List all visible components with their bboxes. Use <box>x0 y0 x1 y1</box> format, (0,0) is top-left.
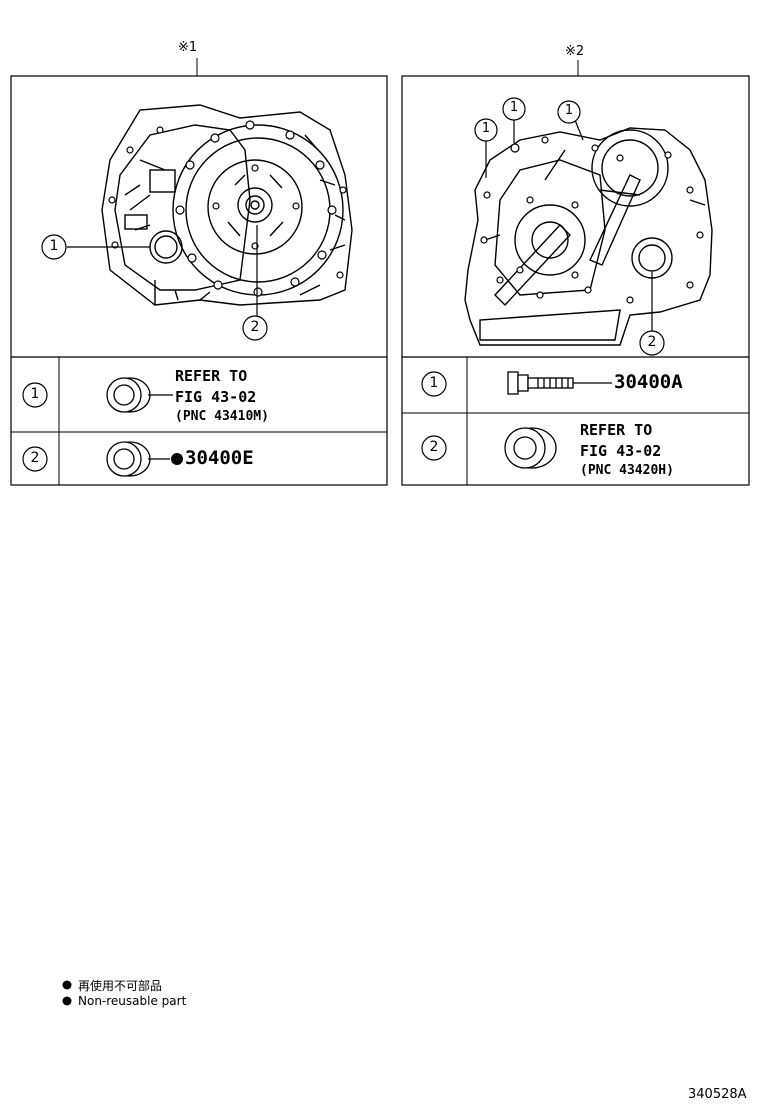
refer-note: REFER TO FIG 43-02 (PNC 43410M) <box>175 366 269 426</box>
refer-line: FIG 43-02 <box>580 442 662 460</box>
panel-1-frame <box>10 75 388 486</box>
row-index: 2 <box>429 439 439 455</box>
row-index: 1 <box>429 375 439 391</box>
non-reusable-bullet <box>171 453 183 465</box>
callout-number: 1 <box>481 121 491 136</box>
bolt-icon <box>507 371 612 395</box>
callout-number: 2 <box>250 319 260 335</box>
refer-note: REFER TO FIG 43-02 (PNC 43420H) <box>580 420 674 480</box>
panel-1-label: ※1 <box>178 40 198 55</box>
panel-2-label: ※2 <box>565 44 585 59</box>
bearing-icon <box>504 427 557 469</box>
row-index-circle <box>22 382 48 408</box>
callout-number: 2 <box>647 334 657 350</box>
callout-leaders-1 <box>41 225 268 341</box>
pnc-code: (PNC 43420H) <box>580 463 674 478</box>
row-index-circle <box>421 435 447 461</box>
refer-line: FIG 43-02 <box>175 388 257 406</box>
legend-japanese: 再使用不可部品 <box>78 979 163 993</box>
callout-number: 1 <box>564 103 574 118</box>
pnc-code: (PNC 43410M) <box>175 409 269 424</box>
diagram-code: 340528A <box>688 1087 747 1102</box>
refer-line: REFER TO <box>175 367 248 385</box>
callout-number: 1 <box>509 100 519 115</box>
transaxle-drawing-2 <box>464 127 713 346</box>
row-index: 2 <box>30 450 40 466</box>
callout-number: 1 <box>49 238 59 254</box>
refer-line: REFER TO <box>580 421 653 439</box>
panel-2-frame <box>401 75 750 486</box>
part-number: 30400A <box>614 371 683 393</box>
legend-english: Non-reusable part <box>78 994 187 1008</box>
row-index-circle <box>421 371 447 397</box>
transaxle-bolts-2 <box>480 136 704 304</box>
callout-leaders-2 <box>474 97 665 356</box>
transaxle-bolts-1 <box>108 120 347 297</box>
row-index: 1 <box>30 386 40 402</box>
oil-seal-icon <box>106 441 170 477</box>
part-number: 30400E <box>185 447 254 469</box>
legend-bullet <box>62 980 72 990</box>
legend-bullet <box>62 996 72 1006</box>
transaxle-drawing-1 <box>101 104 353 306</box>
oil-seal-icon <box>106 377 173 413</box>
row-index-circle <box>22 446 48 472</box>
